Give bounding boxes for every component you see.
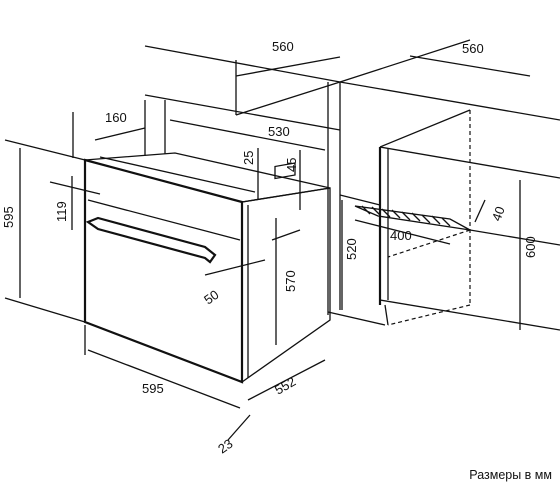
dim-560-left: 560 — [272, 39, 294, 54]
dim-45: 45 — [284, 158, 299, 172]
dim-600: 600 — [523, 236, 538, 258]
dim-560-right: 560 — [462, 41, 484, 56]
dim-595-width: 595 — [142, 381, 164, 396]
dim-595-height: 595 — [1, 206, 16, 228]
dim-160: 160 — [105, 110, 127, 125]
dim-520: 520 — [344, 238, 359, 260]
dim-23: 23 — [215, 436, 235, 457]
dim-400: 400 — [390, 228, 412, 243]
dim-570: 570 — [283, 270, 298, 292]
dimension-labels: 560 560 160 530 25 45 595 119 520 600 57… — [1, 39, 538, 456]
dim-530: 530 — [268, 124, 290, 139]
vent-slot-outline — [354, 205, 471, 231]
dim-50: 50 — [201, 287, 221, 308]
dimension-lines — [4, 55, 531, 441]
oven-handle — [85, 216, 217, 264]
dim-119: 119 — [54, 201, 69, 222]
units-caption: Размеры в мм — [469, 468, 552, 482]
dim-25: 25 — [241, 151, 256, 165]
oven-side — [241, 187, 331, 384]
left-niche — [144, 45, 386, 326]
dim-552: 552 — [272, 374, 298, 398]
right-niche — [339, 39, 560, 331]
dim-40: 40 — [489, 204, 508, 223]
side-vent-icon — [274, 162, 296, 180]
vent-slot-hatching — [361, 205, 451, 227]
oven-body — [83, 152, 331, 384]
